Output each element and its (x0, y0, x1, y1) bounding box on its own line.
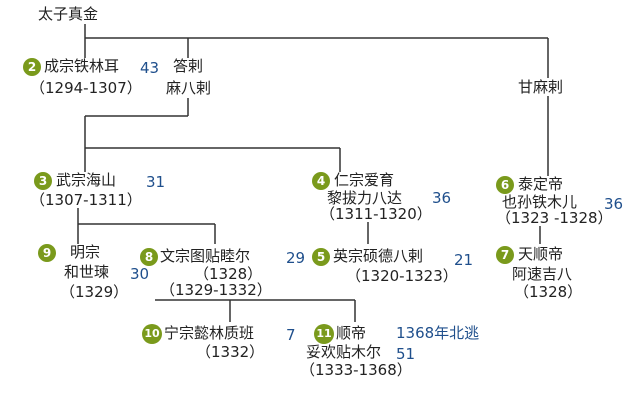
emperor-3-name: 武宗海山 (56, 171, 117, 189)
emperor-9-name-line1: 明宗 (70, 243, 101, 261)
darmabala-name-line1: 答剌 (173, 57, 204, 75)
emperor-7-years: （1328） (514, 283, 583, 301)
emperor-4-name-line1: 仁宗爱育 (334, 171, 395, 189)
emperor-8-name: 文宗图贴睦尔 (160, 247, 251, 265)
badge-7: 7 (496, 246, 514, 264)
emperor-11-note: 1368年北逃 (396, 324, 480, 342)
emperor-6-years: （1323 -1328） (496, 209, 613, 227)
emperor-11-years: （1333-1368） (300, 361, 412, 379)
emperor-3-years: （1307-1311） (30, 191, 142, 209)
emperor-4-years: （1311-1320） (320, 205, 432, 223)
emperor-4-name-line2: 黎拔力八达 (327, 189, 403, 207)
emperor-3-age: 31 (146, 173, 166, 191)
badge-9: 9 (38, 244, 56, 262)
emperor-8-years-line1: （1328） (194, 265, 263, 283)
emperor-6-age: 36 (604, 195, 624, 213)
emperor-2-name: 成宗铁林耳 (44, 57, 120, 75)
emperor-2-years: （1294-1307） (30, 79, 142, 97)
emperor-10-age: 7 (286, 326, 296, 344)
emperor-11-name: 顺帝 (336, 324, 367, 342)
emperor-7-name-line2: 阿速吉八 (512, 265, 573, 283)
emperor-10-years: （1332） (196, 343, 265, 361)
root-name: 太子真金 (38, 5, 99, 23)
emperor-8-age: 29 (286, 249, 306, 267)
emperor-10-name: 宁宗懿林质班 (164, 324, 255, 342)
emperor-4-age: 36 (432, 189, 452, 207)
badge-6: 6 (496, 176, 514, 194)
badge-8: 8 (140, 248, 158, 266)
emperor-5-age: 21 (454, 251, 474, 269)
emperor-11-name-line2: 妥欢贴木尔 (306, 343, 382, 361)
emperor-11-age: 51 (396, 345, 416, 363)
badge-10: 10 (142, 324, 162, 344)
badge-3: 3 (34, 172, 52, 190)
emperor-6-name-line1: 泰定帝 (518, 175, 564, 193)
badge-4: 4 (312, 172, 330, 190)
gamala-name: 甘麻剌 (518, 78, 564, 96)
emperor-7-name-line1: 天顺帝 (518, 245, 564, 263)
emperor-9-years: （1329） (60, 283, 129, 301)
badge-11: 11 (314, 324, 334, 344)
emperor-9-age: 30 (130, 265, 150, 283)
emperor-5-years: （1320-1323） (346, 267, 458, 285)
emperor-6-name-line2: 也孙铁木儿 (502, 193, 578, 211)
badge-2: 2 (23, 58, 41, 76)
emperor-8-years-line2: （1329-1332） (160, 281, 272, 299)
darmabala-name-line2: 麻八剌 (166, 79, 212, 97)
badge-5: 5 (312, 248, 330, 266)
emperor-5-name: 英宗硕德八剌 (333, 247, 424, 265)
emperor-2-age: 43 (140, 59, 160, 77)
emperor-9-name-line2: 和世瑓 (64, 263, 110, 281)
